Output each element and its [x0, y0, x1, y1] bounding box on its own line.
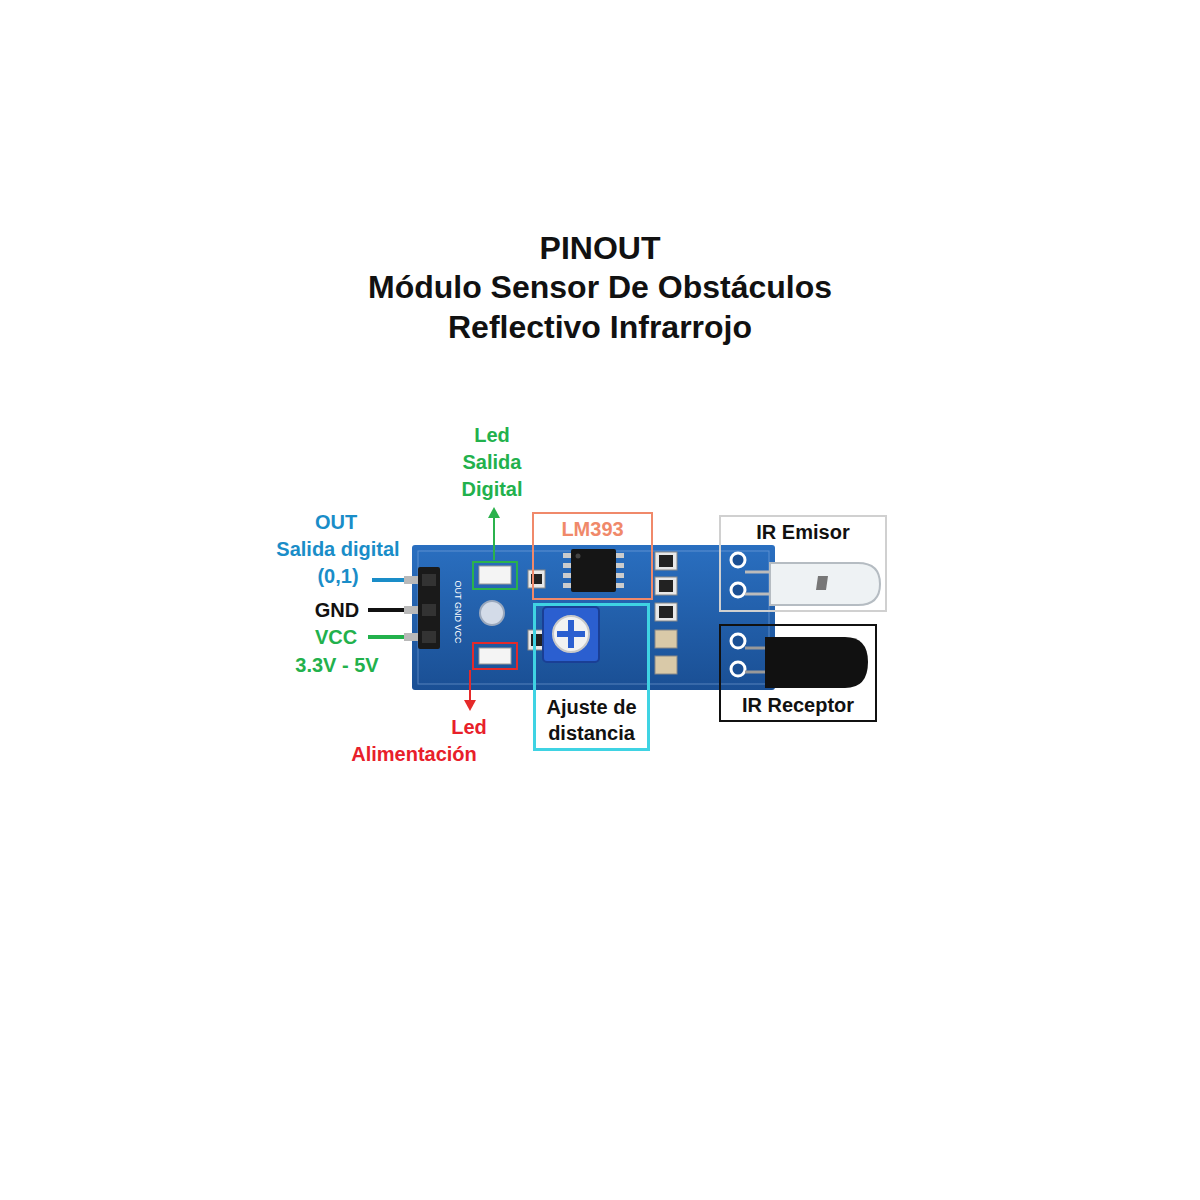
- led-label: Led Salida Digital: [442, 422, 542, 503]
- title: PINOUT: [300, 228, 900, 268]
- header-cell: [422, 631, 436, 643]
- ir-emitter-led: [770, 563, 880, 605]
- box-label: IR Emisor: [721, 519, 885, 545]
- power-led: [479, 648, 511, 664]
- out-wire: [372, 578, 408, 582]
- comparator-chip: [571, 549, 616, 592]
- smd-capacitor: [655, 630, 677, 648]
- led-label: Led: [429, 714, 509, 741]
- led-label: Alimentación: [329, 741, 499, 768]
- power-led-frame: [473, 643, 517, 669]
- box-label: LM393: [534, 516, 651, 542]
- pin-description: Salida digital (0,1): [258, 536, 418, 590]
- solder-pad: [731, 662, 745, 676]
- vcc-wire: [368, 635, 408, 639]
- emitter-die: [816, 576, 828, 590]
- solder-pad: [731, 583, 745, 597]
- box-label: IR Receptor: [721, 692, 875, 718]
- leader-arrowhead: [488, 507, 500, 518]
- leader-line: [469, 670, 471, 702]
- pin-name: OUT: [276, 509, 396, 536]
- receiver-callout-box: IR Receptor: [719, 624, 877, 722]
- mount-hole: [480, 601, 504, 625]
- leader-arrowhead: [464, 700, 476, 711]
- box-label: Ajuste de distancia: [536, 694, 647, 746]
- potentiometer-callout-box: Ajuste de distancia: [533, 603, 650, 751]
- smd-resistor: [655, 603, 677, 621]
- ir-receiver-diode: [765, 637, 868, 688]
- silkscreen-text: OUT GND VCC: [452, 572, 464, 652]
- header-cell: [422, 604, 436, 616]
- smd-resistor: [655, 552, 677, 570]
- solder-pad: [731, 634, 745, 648]
- pin-name: VCC: [296, 624, 376, 651]
- smd-resistor: [655, 577, 677, 595]
- header-housing: [418, 567, 440, 649]
- gnd-wire: [368, 608, 408, 612]
- leader-line: [493, 516, 495, 560]
- smd-capacitor: [655, 656, 677, 674]
- subtitle: Módulo Sensor De Obstáculos Reflectivo I…: [320, 267, 880, 347]
- voltage-range: 3.3V - 5V: [272, 652, 402, 679]
- smd-resistor: [528, 570, 545, 588]
- solder-pad: [731, 553, 745, 567]
- pin-name: GND: [297, 597, 377, 624]
- emitter-callout-box: IR Emisor: [719, 515, 887, 612]
- signal-led: [479, 566, 511, 584]
- header-cell: [422, 574, 436, 586]
- potentiometer: [543, 607, 599, 662]
- signal-led-frame: [473, 562, 517, 589]
- chip-callout-box: LM393: [532, 512, 653, 600]
